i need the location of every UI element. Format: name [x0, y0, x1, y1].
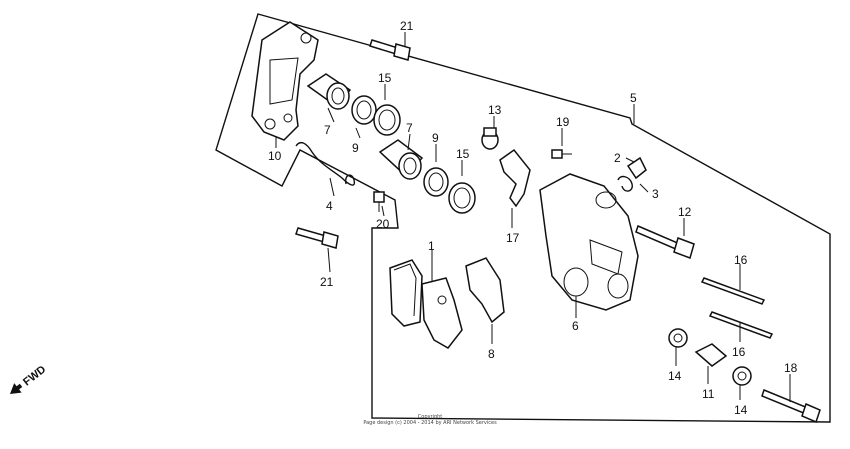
callout-15-upper: 15 — [378, 71, 392, 85]
caliper-bracket — [251, 21, 319, 141]
callout-9-upper: 9 — [352, 141, 359, 155]
callout-19: 19 — [556, 115, 570, 129]
callout-14-left: 14 — [668, 369, 682, 383]
callout-15-lower: 15 — [456, 147, 470, 161]
callout-4: 4 — [326, 199, 333, 213]
callout-3: 3 — [652, 187, 659, 201]
seal-9-upper — [351, 95, 377, 125]
bolt-12 — [635, 224, 695, 259]
callout-12: 12 — [678, 205, 692, 219]
pad-retainer-17 — [499, 148, 531, 208]
bleeder-cap-13 — [481, 127, 499, 150]
bolt-19 — [551, 149, 572, 159]
pad-shim-8 — [465, 257, 505, 324]
callout-6: 6 — [572, 319, 579, 333]
seal-15-lower — [448, 182, 476, 214]
bushing-14-left — [668, 328, 688, 348]
callout-18: 18 — [784, 361, 798, 375]
group-outline-upper — [215, 13, 831, 423]
seal-15-upper — [373, 104, 401, 136]
callout-7-upper: 7 — [324, 123, 331, 137]
callout-9-lower: 9 — [432, 131, 439, 145]
pins-16 — [700, 277, 774, 339]
callout-13: 13 — [488, 103, 502, 117]
pad-spring-4 — [295, 141, 356, 186]
copyright-line1: Copyright — [417, 414, 443, 420]
callout-1: 1 — [428, 239, 435, 253]
callout-5: 5 — [630, 91, 637, 105]
bolt-18 — [761, 389, 821, 424]
arrow-icon — [10, 383, 23, 394]
brake-pads-1 — [389, 259, 463, 349]
callout-7-lower: 7 — [406, 121, 413, 135]
sleeve-11 — [694, 343, 728, 367]
callout-21-upper: 21 — [400, 19, 414, 33]
bolt-21-lower — [295, 227, 339, 249]
callout-11: 11 — [702, 387, 715, 401]
seal-9-lower — [423, 167, 449, 197]
callout-8: 8 — [488, 347, 495, 361]
callout-2: 2 — [614, 151, 621, 165]
copyright-notice: Copyright Page design (c) 2004 - 2014 by… — [300, 414, 560, 426]
bolt-20 — [373, 191, 385, 212]
fwd-arrow: FWD — [10, 364, 48, 394]
bleeder-valve-2 — [617, 156, 647, 192]
bolt-21-upper — [369, 39, 411, 61]
callout-17: 17 — [506, 231, 520, 245]
leader-lines — [275, 32, 791, 402]
callout-16-lower: 16 — [732, 345, 746, 359]
callout-21-lower: 21 — [320, 275, 334, 289]
caliper-body-6 — [539, 173, 639, 311]
copyright-line2: Page design (c) 2004 - 2014 by ARI Netwo… — [363, 420, 497, 426]
callout-10: 10 — [268, 149, 282, 163]
piston-7-lower — [378, 139, 424, 180]
callout-20: 20 — [376, 217, 390, 231]
callout-14-right: 14 — [734, 403, 748, 417]
fwd-label: FWD — [21, 364, 48, 389]
piston-7-upper — [306, 73, 352, 110]
callout-16-upper: 16 — [734, 253, 748, 267]
bushing-14-right — [732, 366, 752, 386]
callout-labels: 21 15 7 9 10 7 9 15 13 19 5 2 3 4 20 17 … — [268, 19, 798, 417]
